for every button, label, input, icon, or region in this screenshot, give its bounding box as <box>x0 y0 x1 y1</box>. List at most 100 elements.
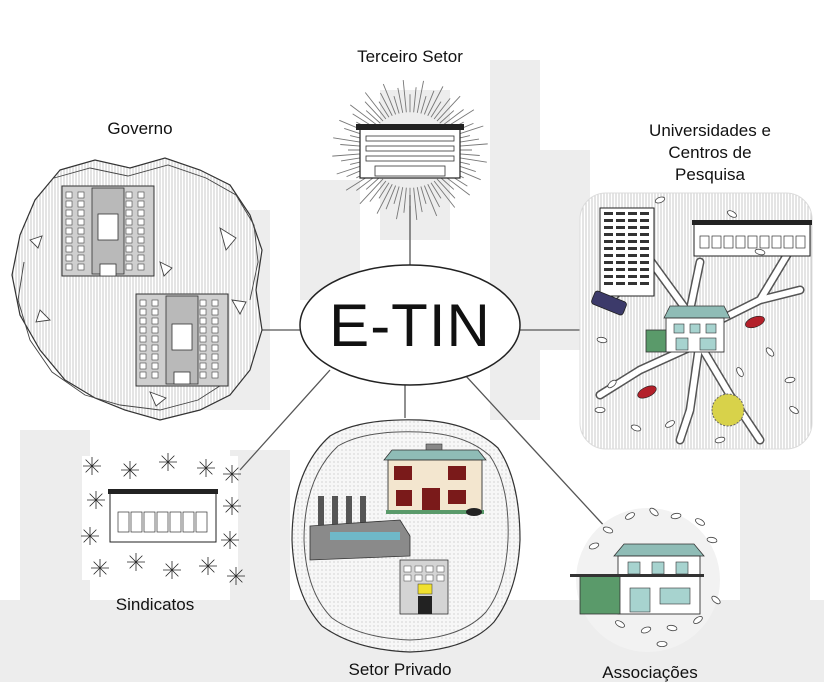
leaf <box>695 518 705 526</box>
universidades-label-line-3: Pesquisa <box>675 165 745 184</box>
ray <box>397 87 404 113</box>
window <box>640 240 649 243</box>
window <box>130 511 143 533</box>
governo-label: Governo <box>107 119 173 138</box>
private-house-icon <box>383 443 487 516</box>
window <box>139 299 147 307</box>
window <box>77 191 85 199</box>
window <box>640 247 649 250</box>
ray <box>393 186 400 205</box>
window <box>604 282 613 285</box>
window <box>628 233 637 236</box>
shard-fragments <box>29 227 247 407</box>
ray <box>380 92 393 116</box>
window <box>211 371 219 379</box>
university-tower-icon <box>599 207 655 297</box>
window <box>211 326 219 334</box>
setor-privado-node <box>291 419 521 653</box>
research-center-icon <box>692 220 812 257</box>
window <box>628 275 637 278</box>
star-stroke <box>93 561 107 575</box>
ray <box>382 83 397 115</box>
window <box>137 254 145 262</box>
window <box>199 335 207 343</box>
window <box>711 235 722 249</box>
window <box>616 240 625 243</box>
window <box>211 299 219 307</box>
ray <box>420 186 427 205</box>
window <box>604 275 613 278</box>
window <box>403 565 412 573</box>
window <box>604 212 613 215</box>
government-building-icon <box>61 185 155 277</box>
window <box>139 308 147 316</box>
window <box>699 235 710 249</box>
universidades-label-line-2: Centros de <box>668 143 752 162</box>
leaf <box>602 526 614 534</box>
window <box>211 353 219 361</box>
ray <box>385 185 397 210</box>
hub-label: E-TIN <box>329 291 491 359</box>
leaf <box>666 624 678 632</box>
window <box>143 511 156 533</box>
leaf <box>588 542 600 550</box>
window <box>771 235 782 249</box>
window <box>169 511 182 533</box>
window <box>139 344 147 352</box>
universidades-node <box>579 192 813 450</box>
window <box>151 353 159 361</box>
window <box>604 268 613 271</box>
window <box>640 254 649 257</box>
ray <box>436 95 461 122</box>
window <box>199 299 207 307</box>
window <box>137 191 145 199</box>
ray <box>402 80 407 113</box>
window <box>137 209 145 217</box>
star-stroke <box>199 461 213 475</box>
car-icon <box>637 385 657 399</box>
window <box>436 574 445 582</box>
governo-node <box>11 157 263 421</box>
window <box>414 565 423 573</box>
ray <box>433 98 451 120</box>
window <box>628 268 637 271</box>
window <box>182 511 195 533</box>
ray <box>378 182 390 199</box>
ray <box>427 184 440 208</box>
window <box>604 261 613 264</box>
star-stroke <box>225 499 239 513</box>
window <box>616 275 625 278</box>
window <box>616 282 625 285</box>
ray <box>420 95 427 114</box>
window <box>77 236 85 244</box>
window <box>723 235 734 249</box>
window <box>125 263 133 271</box>
window <box>65 209 73 217</box>
window <box>628 226 637 229</box>
window <box>77 254 85 262</box>
window <box>151 362 159 370</box>
window <box>616 268 625 271</box>
ray <box>364 92 387 120</box>
star-stroke <box>89 493 103 507</box>
associacoes-label: Associações <box>602 663 698 682</box>
tree-icon <box>711 393 745 427</box>
leaf <box>649 507 659 517</box>
window <box>125 200 133 208</box>
window <box>628 212 637 215</box>
window <box>137 263 145 271</box>
window <box>137 227 145 235</box>
window <box>139 353 147 361</box>
window <box>199 371 207 379</box>
ray <box>413 187 418 220</box>
window <box>604 226 613 229</box>
star-stroke <box>83 529 97 543</box>
window <box>137 218 145 226</box>
star-stroke <box>229 569 243 583</box>
window <box>125 245 133 253</box>
window <box>65 191 73 199</box>
window <box>747 235 758 249</box>
window <box>65 227 73 235</box>
window <box>211 308 219 316</box>
window <box>795 235 806 249</box>
